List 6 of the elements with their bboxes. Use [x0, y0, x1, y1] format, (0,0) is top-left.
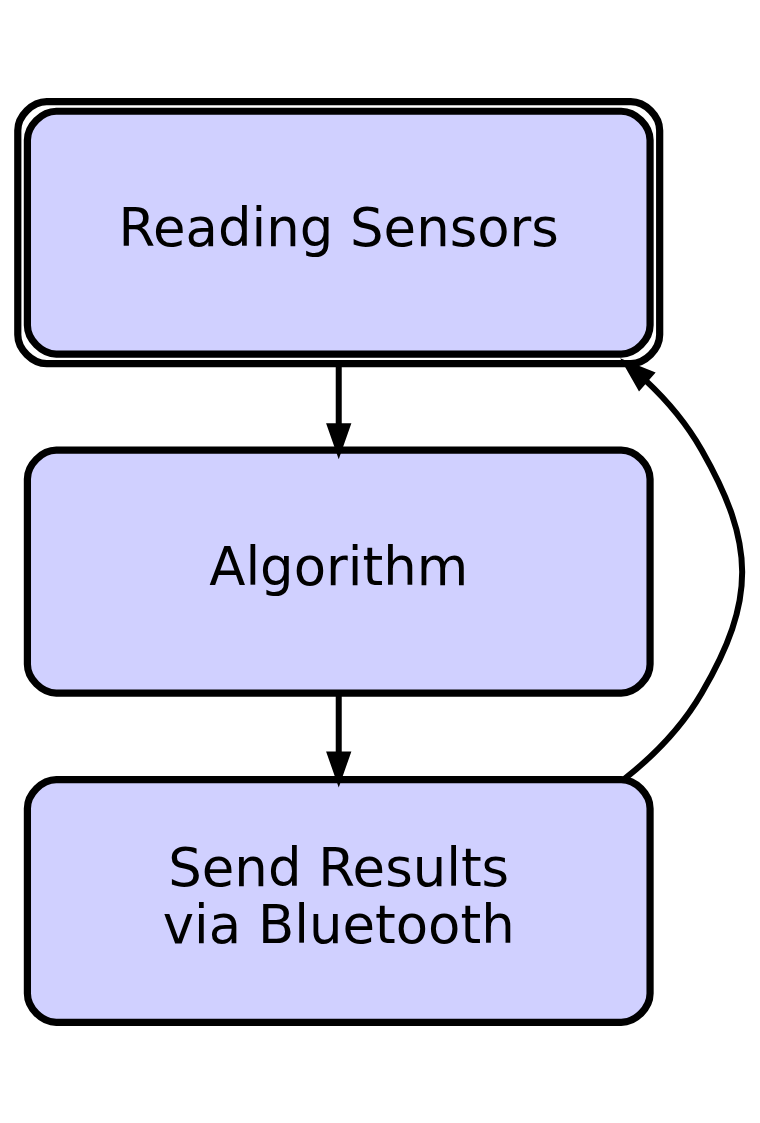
arrow	[326, 363, 352, 459]
arrow	[326, 692, 352, 788]
node-box: Algorithm	[23, 446, 654, 697]
node-box: Reading Sensors	[14, 97, 664, 367]
arrow	[620, 357, 746, 781]
node-box: Send Results via Bluetooth	[23, 775, 654, 1026]
